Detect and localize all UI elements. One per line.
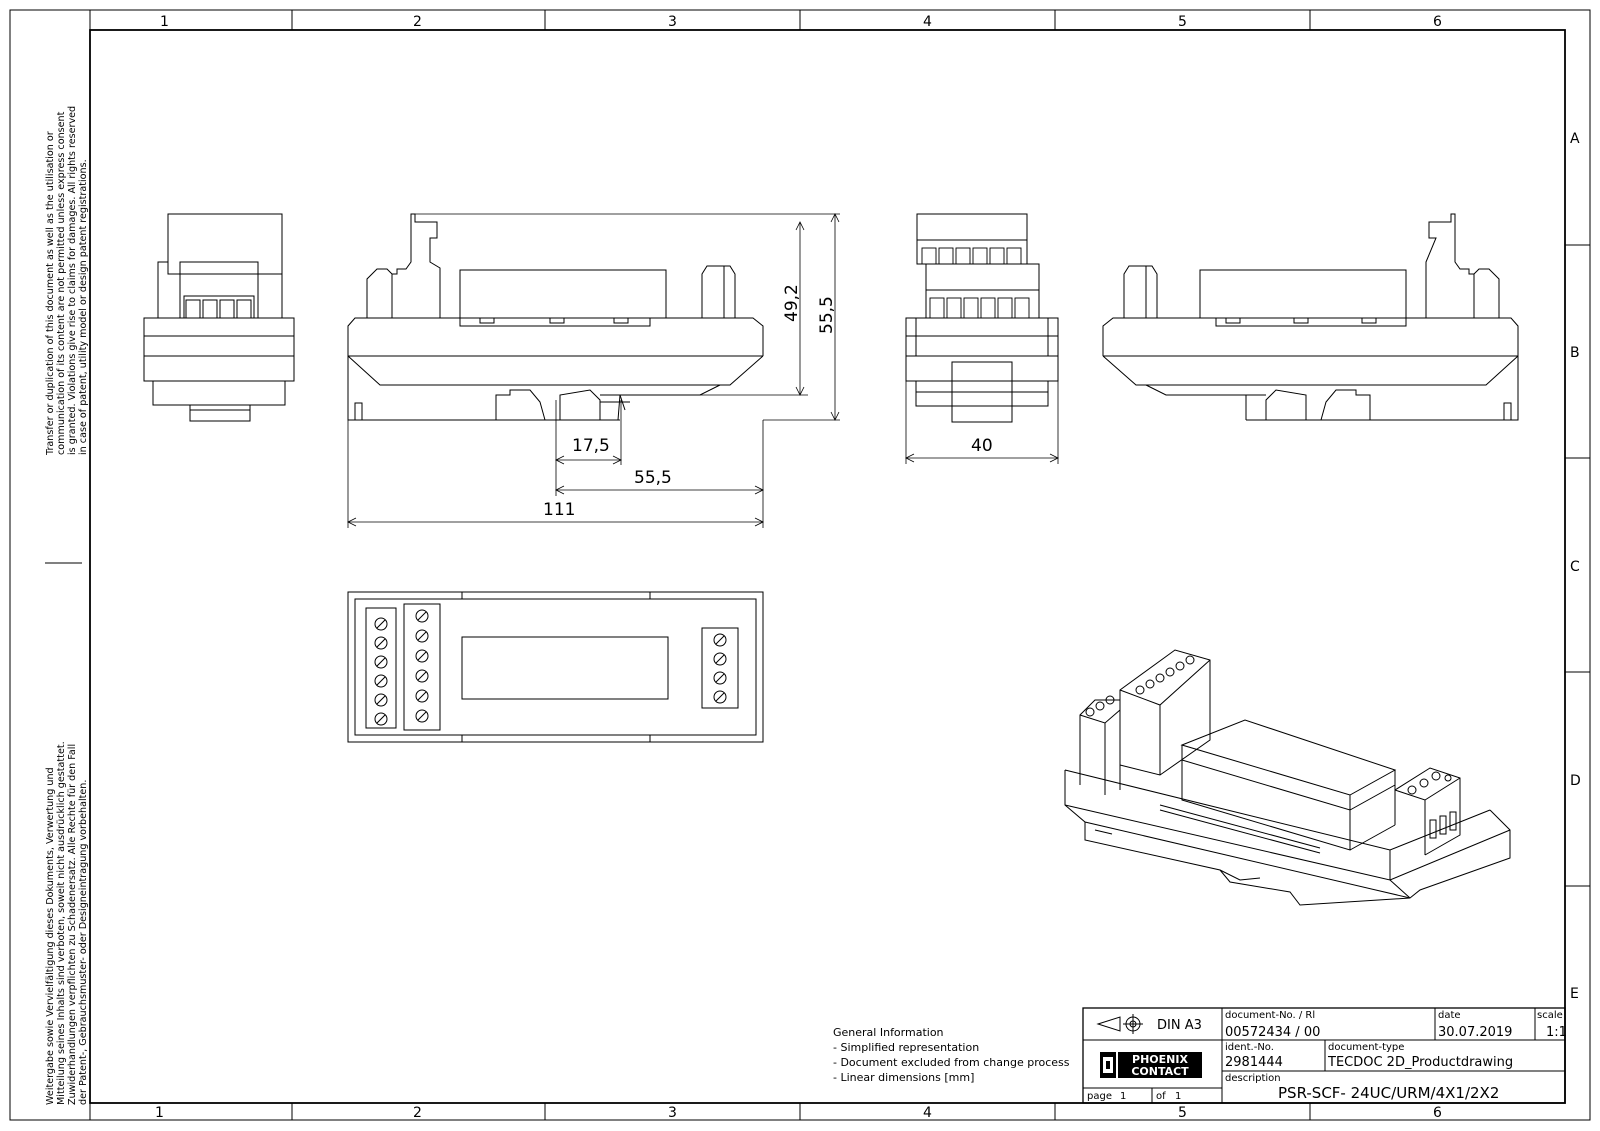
screw-column-1 [374, 617, 388, 726]
screw-column-2 [415, 609, 429, 723]
document-no-label: document-No. / Rl [1225, 1010, 1315, 1021]
front-view-dimensions [347, 213, 840, 528]
col-label: 6 [1433, 1105, 1442, 1121]
col-label: 1 [155, 1105, 164, 1121]
isometric-view [1064, 649, 1511, 906]
dim-height-inner: 49,2 [782, 284, 802, 322]
legal-line: Mitteilung seines Inhalts sind verboten,… [56, 741, 67, 1105]
top-view-screws [374, 609, 727, 726]
col-label: 3 [668, 14, 677, 30]
general-info-title: General Information [833, 1026, 944, 1039]
page-value: 1 [1120, 1091, 1126, 1102]
date-value: 30.07.2019 [1438, 1025, 1512, 1040]
col-label: 3 [668, 1105, 677, 1121]
legal-line: Transfer or duplication of this document… [45, 131, 56, 456]
title-block: PHOENIX CONTACT [1082, 1007, 1566, 1104]
of-value: 1 [1175, 1091, 1181, 1102]
dim-height-outer: 55,5 [817, 296, 837, 334]
general-info-item: - Simplified representation [833, 1041, 979, 1054]
col-label: 2 [413, 1105, 422, 1121]
legal-notice-de: Weitergabe sowie Vervielfältigung dieses… [45, 741, 89, 1105]
phoenix-contact-logo: PHOENIX CONTACT [1100, 1052, 1202, 1078]
row-labels: A B C D E [1570, 131, 1581, 1002]
dim-depth: 40 [971, 436, 993, 456]
scale-label: scale [1537, 1010, 1563, 1021]
rear-view [1102, 213, 1519, 421]
row-label: B [1570, 345, 1580, 361]
row-label: E [1570, 986, 1579, 1002]
scale-value: 1:1 [1546, 1025, 1567, 1040]
col-label: 1 [160, 14, 169, 30]
logo-text: CONTACT [1131, 1065, 1189, 1078]
col-label: 6 [1433, 14, 1442, 30]
front-view [347, 213, 764, 421]
projection-symbol-icon [1096, 1014, 1143, 1034]
col-label: 2 [413, 14, 422, 30]
screw-column-3 [713, 633, 727, 704]
general-info-item: - Document excluded from change process [833, 1056, 1070, 1069]
top-view [347, 591, 764, 743]
doctype-label: document-type [1328, 1042, 1404, 1053]
front-view-dimension-labels: 49,2 55,5 17,5 55,5 111 [543, 284, 837, 520]
dim-din-offset: 17,5 [572, 436, 610, 456]
description-value: PSR-SCF- 24UC/URM/4X1/2X2 [1278, 1084, 1499, 1102]
legal-line: in case of patent, utility model or desi… [78, 159, 89, 455]
column-labels-top: 1 2 3 4 5 6 [160, 14, 1442, 30]
logo-text: PHOENIX [1132, 1053, 1188, 1066]
ident-label: ident.-No. [1225, 1042, 1274, 1053]
description-label: description [1225, 1073, 1281, 1084]
col-label: 5 [1178, 14, 1187, 30]
legal-notice-en: Transfer or duplication of this document… [45, 106, 89, 456]
dim-total-width: 111 [543, 500, 575, 520]
sheet-frame [9, 9, 1591, 1121]
row-label: A [1570, 131, 1580, 147]
of-label: of [1156, 1091, 1166, 1102]
col-label: 5 [1178, 1105, 1187, 1121]
side-view-left [143, 213, 295, 422]
general-information: General Information - Simplified represe… [833, 1026, 1070, 1084]
row-label: D [1570, 773, 1581, 789]
document-no: 00572434 / 00 [1225, 1025, 1320, 1040]
date-label: date [1438, 1010, 1461, 1021]
col-label: 4 [923, 14, 932, 30]
legal-line: Weitergabe sowie Vervielfältigung dieses… [45, 767, 56, 1105]
doctype-value: TECDOC 2D_Productdrawing [1327, 1055, 1513, 1070]
side-view-right [905, 213, 1059, 423]
col-label: 4 [923, 1105, 932, 1121]
legal-line: der Patent-, Gebrauchsmuster- oder Desig… [78, 780, 89, 1105]
column-labels-bottom: 1 2 3 4 5 6 [155, 1105, 1442, 1121]
title-block-text: DIN A3 document-No. / Rl 00572434 / 00 d… [1087, 1010, 1567, 1102]
legal-line: communication of its content are not per… [56, 111, 67, 455]
page-label: page [1087, 1091, 1112, 1102]
format-label: DIN A3 [1157, 1018, 1202, 1033]
side-view-right-dimension [905, 356, 1059, 464]
legal-line: Zuwiderhandlungen verpflichten zu Schade… [67, 744, 78, 1105]
general-info-item: - Linear dimensions [mm] [833, 1071, 974, 1084]
ident-value: 2981444 [1225, 1055, 1283, 1070]
row-label: C [1570, 559, 1580, 575]
dim-half-width: 55,5 [634, 468, 672, 488]
legal-line: is granted. Violations give rise to clai… [67, 106, 78, 455]
